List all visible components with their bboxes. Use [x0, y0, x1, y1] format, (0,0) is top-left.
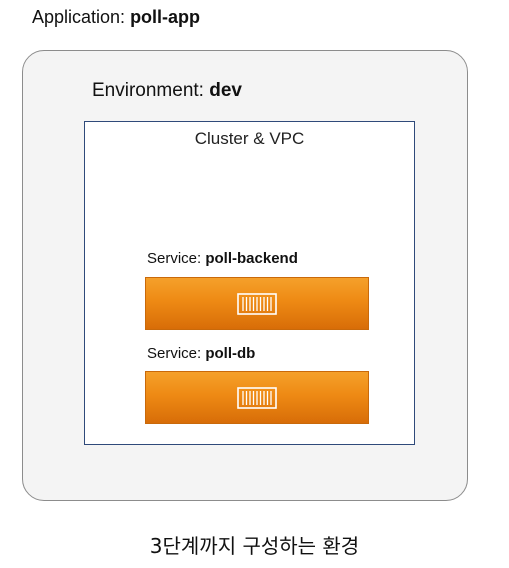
service-block-backend [145, 277, 369, 330]
service-prefix: Service: [147, 345, 206, 362]
container-icon [237, 386, 277, 409]
service-name: poll-db [205, 345, 256, 362]
container-icon [237, 292, 277, 315]
application-name: poll-app [130, 7, 201, 27]
service-label-backend: Service: poll-backend [147, 250, 298, 268]
figure-caption: 3단계까지 구성하는 환경 [149, 534, 360, 558]
service-label-db: Service: poll-db [147, 345, 255, 363]
application-title: Application: poll-app [32, 6, 200, 28]
environment-title: Environment: dev [92, 80, 242, 102]
environment-name: dev [209, 80, 242, 101]
environment-prefix: Environment: [92, 80, 210, 101]
service-prefix: Service: [147, 250, 206, 267]
cluster-title: Cluster & VPC [194, 129, 305, 148]
application-prefix: Application: [32, 7, 131, 27]
service-block-db [145, 371, 369, 424]
service-name: poll-backend [205, 250, 298, 267]
